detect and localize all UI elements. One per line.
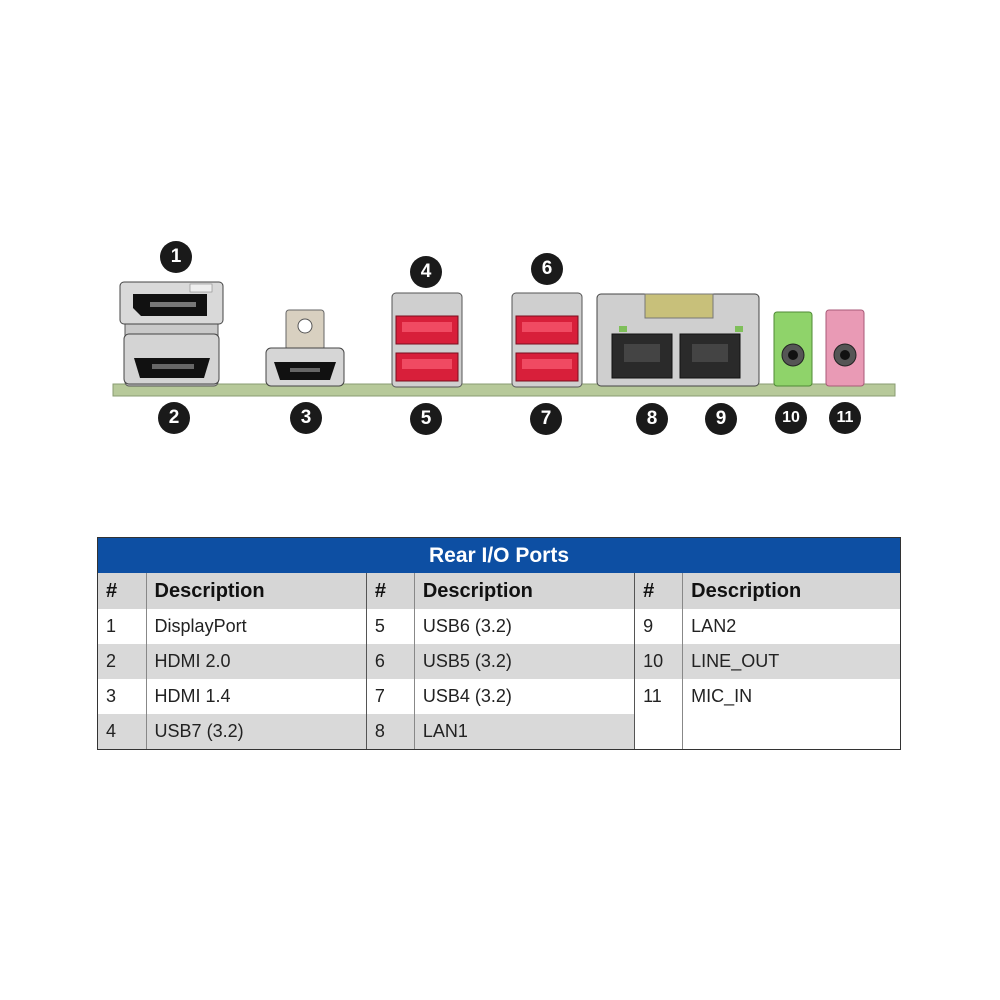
port-description: LAN2	[682, 609, 900, 644]
table-row: 3 HDMI 1.4 7 USB4 (3.2) 11 MIC_IN	[98, 679, 900, 714]
ports-grid: # Description # Description # Descriptio…	[98, 573, 900, 749]
port-number: 8	[366, 714, 415, 749]
port-number: 7	[366, 679, 415, 714]
port-description: MIC_IN	[682, 679, 900, 714]
port-number: 5	[366, 609, 415, 644]
port-description	[682, 714, 900, 749]
port-description: HDMI 1.4	[146, 679, 367, 714]
port-description: USB5 (3.2)	[414, 644, 636, 679]
line-out-jack	[773, 311, 813, 387]
rear-io-ports-table: Rear I/O Ports # Description # Descripti…	[97, 537, 901, 750]
callout-4: 4	[410, 256, 442, 288]
callout-10: 10	[775, 402, 807, 434]
port-description: USB6 (3.2)	[414, 609, 636, 644]
hdmi-1-4-port	[265, 309, 345, 387]
callout-5: 5	[410, 403, 442, 435]
callout-7: 7	[530, 403, 562, 435]
callout-1: 1	[160, 241, 192, 273]
callout-11: 11	[829, 402, 861, 434]
table-title: Rear I/O Ports	[98, 538, 900, 573]
header-description: Description	[414, 573, 636, 609]
board-drawing	[112, 281, 896, 397]
header-num: #	[634, 573, 684, 609]
table-row: 1 DisplayPort 5 USB6 (3.2) 9 LAN2	[98, 609, 900, 644]
port-description: DisplayPort	[146, 609, 367, 644]
rear-io-illustration: 1 2 3 4 5 6 7 8 9 10 11	[0, 0, 1000, 470]
table-row: 2 HDMI 2.0 6 USB5 (3.2) 10 LINE_OUT	[98, 644, 900, 679]
header-description: Description	[682, 573, 900, 609]
port-number: 10	[634, 644, 684, 679]
callout-3: 3	[290, 402, 322, 434]
callout-9: 9	[705, 403, 737, 435]
header-num: #	[366, 573, 415, 609]
port-number: 3	[98, 679, 147, 714]
port-number: 1	[98, 609, 147, 644]
callout-8: 8	[636, 403, 668, 435]
usb-stack-4-5	[391, 292, 463, 388]
table-row: 4 USB7 (3.2) 8 LAN1	[98, 714, 900, 749]
header-num: #	[98, 573, 147, 609]
displayport-hdmi-stack	[119, 281, 224, 387]
mic-in-jack	[825, 309, 865, 387]
port-description: HDMI 2.0	[146, 644, 367, 679]
port-number: 4	[98, 714, 147, 749]
dual-lan-ports	[596, 293, 760, 387]
pcb-edge	[112, 383, 896, 397]
port-number: 11	[634, 679, 684, 714]
table-header-row: # Description # Description # Descriptio…	[98, 573, 900, 609]
port-number: 6	[366, 644, 415, 679]
usb-stack-6-7	[511, 292, 583, 388]
port-number: 2	[98, 644, 147, 679]
header-description: Description	[146, 573, 367, 609]
port-description: USB7 (3.2)	[146, 714, 367, 749]
port-number	[634, 714, 684, 749]
port-description: LINE_OUT	[682, 644, 900, 679]
port-description: LAN1	[414, 714, 636, 749]
port-description: USB4 (3.2)	[414, 679, 636, 714]
callout-2: 2	[158, 402, 190, 434]
callout-6: 6	[531, 253, 563, 285]
port-number: 9	[634, 609, 684, 644]
